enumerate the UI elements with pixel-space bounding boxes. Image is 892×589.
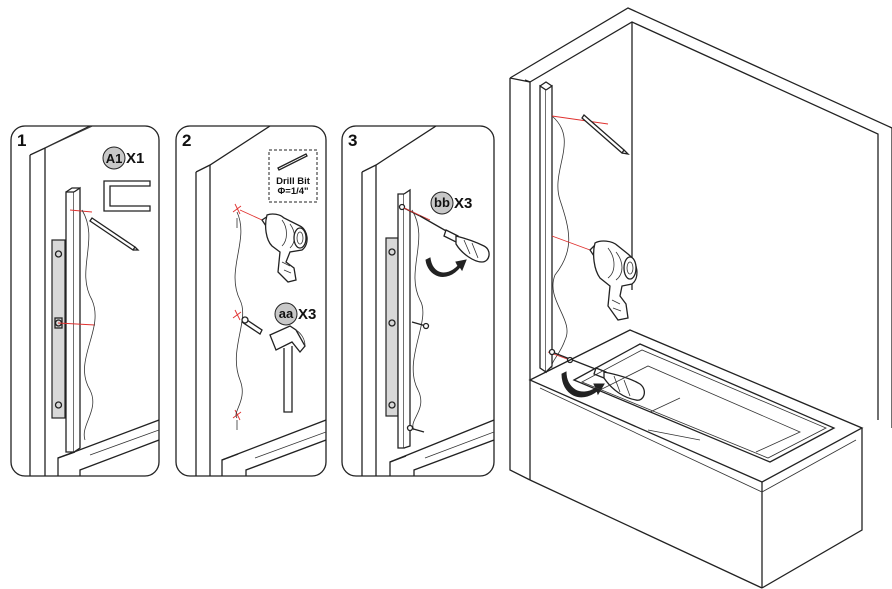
quantity-label: X1 bbox=[126, 150, 144, 167]
drill-icon bbox=[261, 213, 308, 283]
badge-label: aa bbox=[279, 306, 294, 321]
bathtub-scene bbox=[509, 7, 892, 589]
hammer-icon bbox=[269, 325, 306, 413]
part-badge-a1: A1 X1 bbox=[102, 146, 144, 170]
rotate-arrow-icon bbox=[561, 371, 605, 398]
screw-icon bbox=[398, 203, 430, 433]
pencil-icon bbox=[581, 114, 630, 155]
step-1-panel: A1 X1 1 bbox=[10, 125, 160, 477]
wall-profile-icon bbox=[539, 81, 553, 374]
step-3-frame bbox=[341, 125, 495, 477]
anchor-plug-icon bbox=[241, 316, 263, 335]
profile-part-icon bbox=[103, 180, 151, 212]
step-number: 1 bbox=[17, 131, 26, 150]
badge-label: A1 bbox=[106, 151, 123, 166]
step-number: 3 bbox=[348, 131, 357, 150]
drill-bit-size: Φ=1/4" bbox=[277, 186, 308, 197]
part-badge-bb: bb X3 bbox=[430, 191, 472, 215]
wall-profile-icon bbox=[397, 188, 411, 449]
drill-icon bbox=[589, 240, 638, 321]
part-badge-aa: aa X3 bbox=[274, 302, 316, 326]
bathtub-icon bbox=[528, 329, 864, 589]
quantity-label: X3 bbox=[298, 306, 316, 323]
quantity-label: X3 bbox=[454, 195, 472, 212]
step-2-panel: Drill Bit Φ=1/4" aa X3 2 bbox=[175, 125, 327, 477]
wall-profile-icon bbox=[65, 186, 81, 453]
step-1-frame bbox=[10, 125, 160, 477]
screwdriver-icon bbox=[419, 215, 490, 263]
step-3-panel: bb X3 3 bbox=[341, 125, 495, 477]
step-number: 2 bbox=[182, 131, 191, 150]
wall-bracket bbox=[385, 237, 399, 417]
pencil-icon bbox=[89, 217, 140, 251]
drill-bit-title: Drill Bit bbox=[276, 176, 311, 187]
badge-label: bb bbox=[434, 195, 450, 210]
drill-bit-icon bbox=[277, 153, 308, 171]
step-2-frame bbox=[175, 125, 327, 477]
wall-bracket bbox=[51, 239, 66, 419]
rotate-arrow-icon bbox=[425, 257, 467, 277]
drill-bit-callout: Drill Bit Φ=1/4" bbox=[268, 149, 318, 203]
